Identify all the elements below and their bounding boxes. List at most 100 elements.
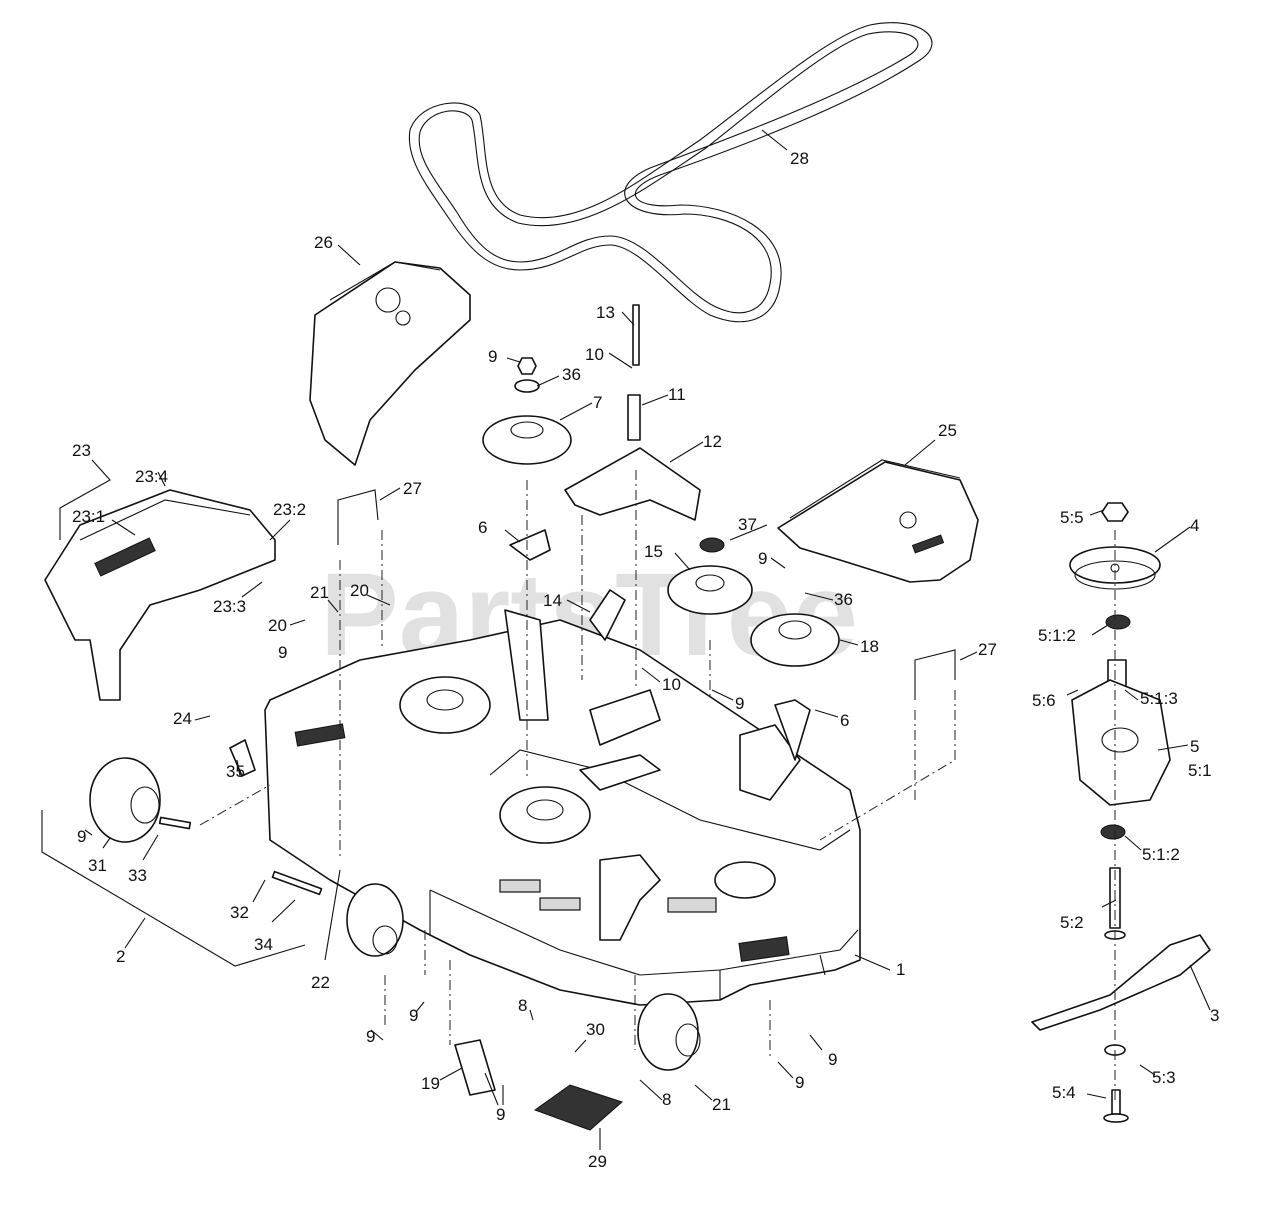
- gauge-wheel-right: [637, 993, 701, 1071]
- callout-26: 26: [314, 233, 333, 252]
- callout-5-1-3: 5:1:3: [1140, 689, 1178, 708]
- bushing-11: [627, 394, 641, 441]
- callout-23-4: 23:4: [135, 467, 168, 486]
- spring-14: [589, 589, 626, 641]
- callout-23: 23: [72, 441, 91, 460]
- callout-13: 13: [596, 303, 615, 322]
- nut-9-top: [517, 357, 537, 375]
- callout-5-2: 5:2: [1060, 913, 1084, 932]
- bracket-19: [454, 1039, 496, 1096]
- gauge-wheel-left: [346, 883, 404, 957]
- flat-washer-36-top: [514, 379, 540, 393]
- mower-deck: [264, 609, 861, 1006]
- callout-9: 9: [77, 827, 86, 846]
- callout-10: 10: [585, 345, 604, 364]
- callout-5-1: 5:1: [1188, 761, 1212, 780]
- idler-pulley-15: [667, 565, 753, 615]
- callout-9: 9: [496, 1105, 505, 1124]
- spindle-bearing-bottom: [1100, 824, 1126, 840]
- callout-12: 12: [703, 432, 722, 451]
- callout-34: 34: [254, 935, 273, 954]
- rod-27-left: [337, 489, 379, 545]
- leader-lines: [41, 129, 1211, 1150]
- callout-7: 7: [593, 393, 602, 412]
- callout-36: 36: [834, 590, 853, 609]
- callout-9: 9: [488, 347, 497, 366]
- callout-36: 36: [562, 365, 581, 384]
- callout-9: 9: [828, 1050, 837, 1069]
- blade-bolt: [1103, 1089, 1129, 1123]
- bolt-13: [632, 304, 640, 366]
- belt-cover-right: [777, 459, 979, 583]
- front-wheel-31: [89, 757, 161, 843]
- callout-22: 22: [311, 973, 330, 992]
- callout-5-5: 5:5: [1060, 508, 1084, 527]
- bolt-33: [158, 816, 192, 830]
- cone-6-bottom: [774, 699, 811, 761]
- callout-5-1-2: 5:1:2: [1038, 626, 1076, 645]
- callout-labels: 28 13 26 9 10 36 11 7 12 23 23:4 23:1 23…: [72, 149, 1219, 1171]
- callout-20: 20: [268, 616, 287, 635]
- spindle-bearing-top: [1105, 614, 1131, 630]
- callout-14: 14: [543, 591, 562, 610]
- callout-27: 27: [403, 479, 422, 498]
- callout-32: 32: [230, 903, 249, 922]
- callout-33: 33: [128, 866, 147, 885]
- callout-5-1-2: 5:1:2: [1142, 845, 1180, 864]
- callout-5-4: 5:4: [1052, 1083, 1076, 1102]
- callout-15: 15: [644, 542, 663, 561]
- callout-8: 8: [518, 996, 527, 1015]
- rod-27-right: [914, 649, 956, 700]
- callout-21: 21: [712, 1095, 731, 1114]
- callout-2: 2: [116, 947, 125, 966]
- alignment-lines: [199, 470, 1116, 1100]
- callout-35: 35: [226, 762, 245, 781]
- bolt-34: [271, 870, 323, 896]
- idler-arm-12: [564, 447, 701, 521]
- callout-5: 5: [1190, 737, 1199, 756]
- callout-9: 9: [758, 549, 767, 568]
- callout-23-2: 23:2: [273, 500, 306, 519]
- callout-30: 30: [586, 1020, 605, 1039]
- callout-9: 9: [795, 1073, 804, 1092]
- callout-25: 25: [938, 421, 957, 440]
- idler-pulley-7: [482, 415, 572, 465]
- callout-28: 28: [790, 149, 809, 168]
- callout-6: 6: [840, 711, 849, 730]
- callout-24: 24: [173, 709, 192, 728]
- callout-23-1: 23:1: [72, 507, 105, 526]
- callout-21: 21: [310, 583, 329, 602]
- callout-8: 8: [662, 1090, 671, 1109]
- belt-cover-left: [309, 261, 471, 466]
- callout-9: 9: [278, 643, 287, 662]
- callout-5-3: 5:3: [1152, 1068, 1176, 1087]
- spindle-housing-5: [1071, 679, 1171, 806]
- callout-1: 1: [896, 960, 905, 979]
- callout-9: 9: [735, 694, 744, 713]
- spacer-37: [699, 537, 725, 553]
- callout-5-6: 5:6: [1032, 691, 1056, 710]
- blade-3: [1031, 934, 1211, 1031]
- drive-belt: [408, 22, 933, 323]
- callout-37: 37: [738, 515, 757, 534]
- callout-9: 9: [409, 1006, 418, 1025]
- callout-23-3: 23:3: [213, 597, 246, 616]
- callout-10: 10: [662, 675, 681, 694]
- callout-20: 20: [350, 581, 369, 600]
- callout-4: 4: [1190, 516, 1199, 535]
- callout-31: 31: [88, 856, 107, 875]
- spindle-nut-5-5: [1101, 502, 1129, 522]
- callout-9: 9: [366, 1027, 375, 1046]
- front-guard: [44, 489, 276, 701]
- callout-6: 6: [478, 518, 487, 537]
- callout-27: 27: [978, 640, 997, 659]
- callout-19: 19: [421, 1074, 440, 1093]
- callout-18: 18: [860, 637, 879, 656]
- cone-6-top: [509, 529, 551, 561]
- step-plate-29: [533, 1084, 623, 1131]
- callout-29: 29: [588, 1152, 607, 1171]
- callout-11: 11: [668, 385, 686, 404]
- idler-pulley-18: [750, 613, 840, 667]
- callout-3: 3: [1210, 1006, 1219, 1025]
